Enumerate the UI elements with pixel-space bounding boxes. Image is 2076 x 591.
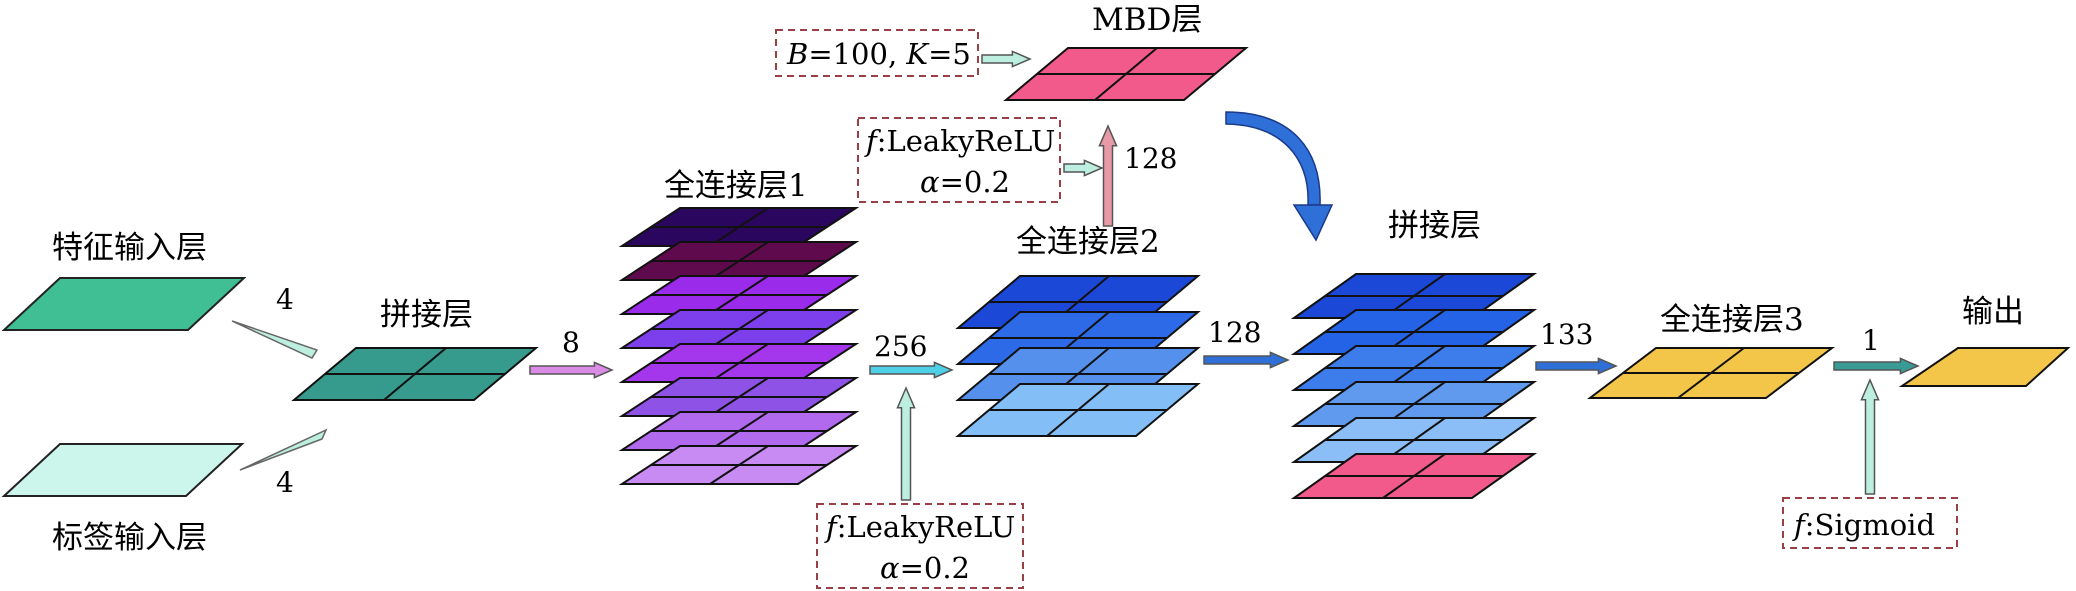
fc-layer-2-stack bbox=[955, 275, 1201, 437]
dim-concat-to-fc1: 8 bbox=[562, 326, 580, 359]
mbd-params-text: B=100, K=5 bbox=[786, 37, 971, 71]
dim-feature-to-concat: 4 bbox=[276, 283, 294, 316]
fc-layer-1-plane-4 bbox=[618, 309, 860, 349]
fc-layer-1-plane-7 bbox=[618, 411, 860, 451]
fc-layer-2-plane-4 bbox=[955, 383, 1201, 437]
label-input-label: 标签输入层 bbox=[52, 520, 207, 556]
arrow-fc2-to-mbd bbox=[1098, 124, 1118, 227]
feature-input-layer bbox=[1, 277, 247, 331]
arrow-feature-to-concat bbox=[231, 320, 319, 359]
dim-fc2-to-concat2: 128 bbox=[1208, 316, 1261, 349]
concat-layer-1-label: 拼接层 bbox=[380, 297, 473, 333]
mbd-plane bbox=[1003, 47, 1249, 101]
label-input-plane bbox=[1, 443, 245, 497]
activation-top-alpha: α=0.2 bbox=[920, 165, 1010, 199]
arrow-mbdparams-to-mbd bbox=[981, 50, 1032, 68]
dim-label-to-concat: 4 bbox=[276, 466, 294, 499]
activation-bottom-func: f:LeakyReLU bbox=[824, 510, 1015, 544]
output-plane bbox=[1898, 347, 2071, 387]
concat-layer-2-plane-6 bbox=[1290, 453, 1538, 499]
activation-output-func: f:Sigmoid bbox=[1792, 508, 1935, 542]
arrow-fc3-to-output bbox=[1833, 357, 1920, 375]
concat-layer-2-label: 拼接层 bbox=[1388, 208, 1481, 244]
dim-fc2-to-mbd: 128 bbox=[1124, 142, 1177, 175]
dim-fc3-to-output: 1 bbox=[1862, 324, 1880, 357]
arrow-act-bottom-to-fc1fc2 bbox=[896, 386, 916, 501]
fc-layer-1-plane-6 bbox=[618, 377, 860, 417]
concat-layer-2-stack bbox=[1290, 273, 1538, 499]
arrow-concat-to-fc1 bbox=[529, 361, 614, 379]
arrow-mbd-to-concat2 bbox=[1225, 111, 1334, 242]
arrow-fc2-to-concat2 bbox=[1203, 351, 1290, 369]
feature-input-plane bbox=[1, 277, 247, 331]
dim-concat2-to-fc3: 133 bbox=[1540, 318, 1593, 351]
fc-layer-1-plane-5 bbox=[618, 343, 860, 383]
fc-layer-1-plane-3 bbox=[618, 275, 860, 315]
fc-layer-3-plane bbox=[1587, 347, 1835, 399]
label-input-layer bbox=[1, 443, 245, 497]
concat-layer-1-plane bbox=[291, 347, 539, 401]
mbd-layer-label: MBD层 bbox=[1092, 2, 1202, 38]
arrow-act-top-to-mbd-path bbox=[1063, 159, 1104, 177]
arrow-fc1-to-fc2 bbox=[869, 361, 954, 379]
activation-bottom-alpha: α=0.2 bbox=[880, 551, 970, 585]
fc-layer-1-stack bbox=[618, 207, 860, 485]
activation-box-bottom: f:LeakyReLU α=0.2 bbox=[816, 503, 1024, 589]
output-label: 输出 bbox=[1962, 294, 2024, 330]
dim-fc1-to-fc2: 256 bbox=[874, 330, 927, 363]
mbd-params-box: B=100, K=5 bbox=[775, 29, 979, 77]
concat-layer-1 bbox=[291, 347, 539, 401]
activation-top-func: f:LeakyReLU bbox=[864, 124, 1055, 158]
mbd-layer bbox=[1003, 47, 1249, 101]
activation-box-top: f:LeakyReLU α=0.2 bbox=[857, 117, 1061, 203]
fc-layer-1-plane-2 bbox=[618, 241, 860, 281]
fc-layer-3 bbox=[1587, 347, 1835, 399]
fc-layer-2-label: 全连接层2 bbox=[1016, 224, 1160, 260]
output-layer bbox=[1898, 347, 2071, 387]
fc-layer-1-plane-8 bbox=[618, 445, 860, 485]
arrow-label-to-concat bbox=[239, 428, 328, 471]
fc-layer-1-plane-1 bbox=[618, 207, 860, 247]
fc-layer-1-label: 全连接层1 bbox=[664, 168, 808, 204]
arrow-concat2-to-fc3 bbox=[1535, 357, 1618, 375]
feature-input-label: 特征输入层 bbox=[52, 230, 207, 266]
arrow-sigmoid-up bbox=[1860, 378, 1880, 495]
fc-layer-3-label: 全连接层3 bbox=[1660, 302, 1804, 338]
activation-box-output: f:Sigmoid bbox=[1782, 497, 1958, 549]
